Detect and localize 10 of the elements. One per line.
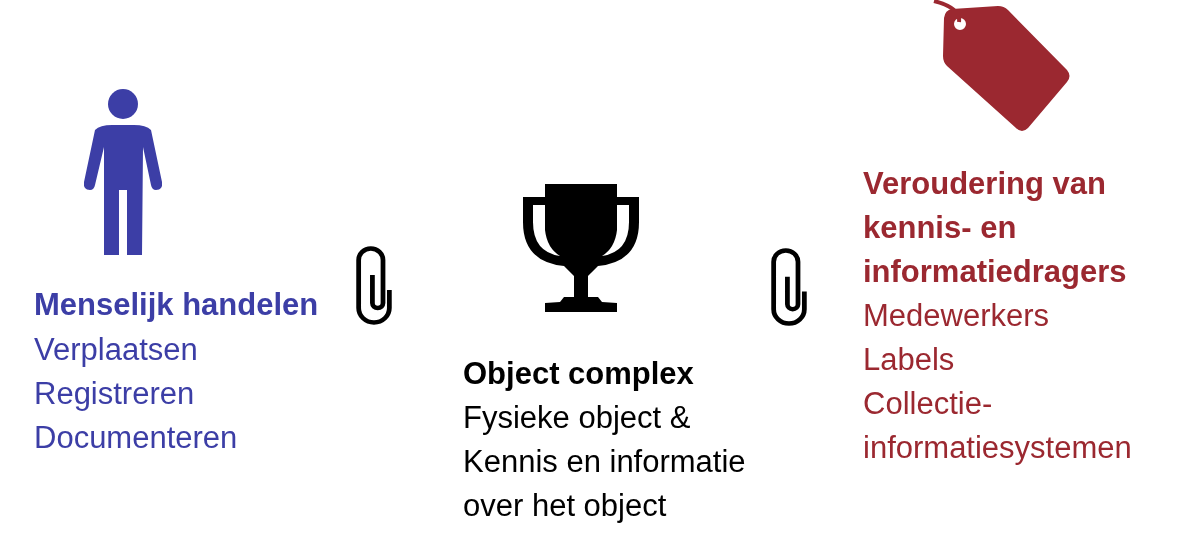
list-item: Verplaatsen [34,331,199,369]
list-item: Documenteren [34,419,239,457]
section-heading: Menselijk handelen [34,286,320,324]
list-item: Medewerkers [863,297,1051,335]
list-item: Registreren [34,375,196,413]
section-heading: Object complex [463,355,695,393]
section-heading: Veroudering van kennis- en informatiedragers [863,165,1128,291]
list-item: Labels [863,341,956,379]
list-item: Collectie-informatiesystemen [863,385,1133,467]
description-text: Fysieke object & Kennis en informatie over het object [463,399,747,525]
